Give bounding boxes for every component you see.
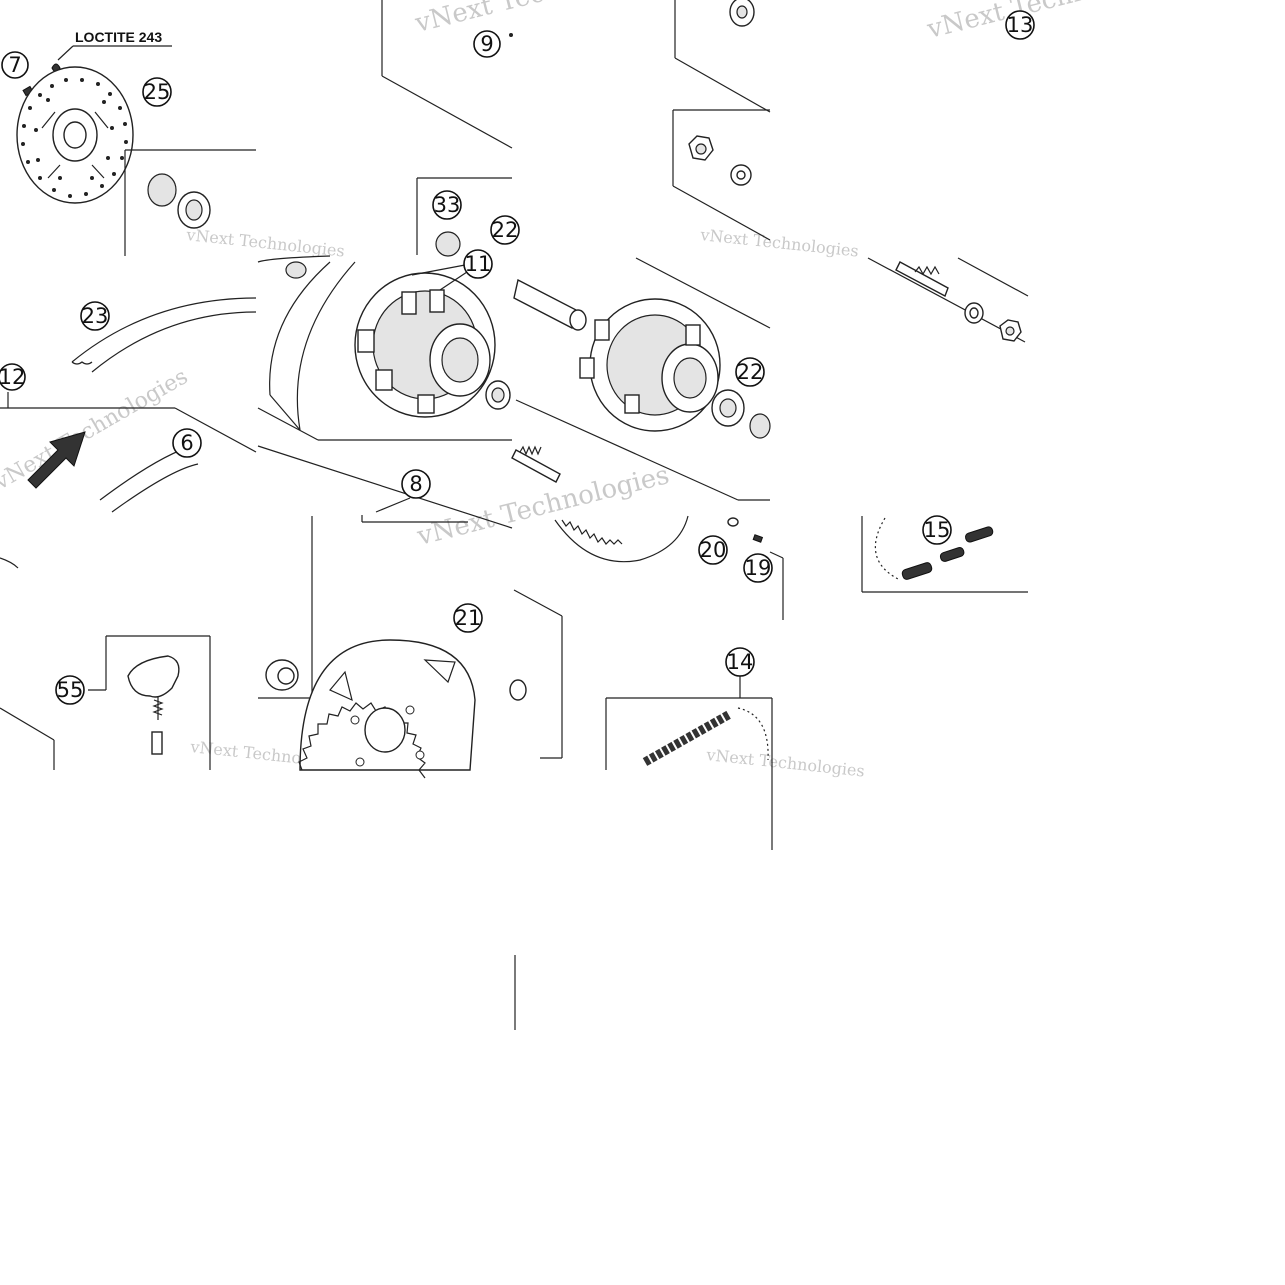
svg-text:8: 8 — [409, 472, 422, 496]
svg-text:13: 13 — [1007, 13, 1034, 37]
callout-22-lower: 22 — [735, 357, 765, 387]
callout-layer: 7 25 9 13 33 22 11 23 — [0, 10, 1035, 705]
watermark: vNext Technologies — [185, 225, 346, 261]
callout-19: 19 — [743, 553, 773, 583]
upper-center-group — [381, 0, 513, 257]
rear-sprocket — [299, 639, 476, 771]
hub-right-group — [511, 257, 771, 501]
svg-text:19: 19 — [745, 556, 772, 580]
loctite-note: LOCTITE 243 — [75, 29, 162, 45]
svg-text:22: 22 — [492, 218, 519, 242]
rear-sprocket-group — [298, 639, 476, 779]
svg-text:14: 14 — [727, 650, 754, 674]
drive-chain-group — [514, 676, 773, 1030]
brake-disc-group: LOCTITE 243 — [16, 29, 256, 256]
svg-text:9: 9 — [480, 32, 493, 56]
svg-text:11: 11 — [465, 252, 492, 276]
callout-23: 23 — [80, 301, 110, 331]
callout-20: 20 — [698, 535, 728, 565]
callout-12: 12 — [0, 363, 26, 391]
watermark: vNext Technologies — [923, 0, 1182, 45]
svg-text:23: 23 — [82, 304, 109, 328]
callout-6: 6 — [172, 428, 202, 458]
svg-text:55: 55 — [57, 678, 84, 702]
callout-9: 9 — [473, 30, 501, 58]
callout-13: 13 — [1005, 10, 1035, 40]
callout-33: 33 — [432, 190, 462, 220]
svg-text:25: 25 — [144, 80, 171, 104]
axle-right-group — [867, 257, 1029, 343]
watermark: vNext Technologies — [705, 745, 866, 781]
drive-chain — [642, 710, 733, 766]
watermark: vNext Technologies — [0, 364, 192, 495]
wheel-hub-group — [257, 255, 513, 529]
svg-text:12: 12 — [0, 365, 25, 389]
callout-8: 8 — [401, 469, 431, 499]
watermark: vNext Technologies — [699, 225, 860, 261]
svg-text:21: 21 — [455, 606, 482, 630]
svg-text:20: 20 — [700, 538, 727, 562]
callout-25: 25 — [142, 77, 172, 107]
svg-text:15: 15 — [924, 518, 951, 542]
rim-strip-group — [0, 297, 257, 513]
sprocket-fastener-group — [509, 515, 784, 759]
callout-15: 15 — [922, 515, 952, 545]
nut-washer-group — [672, 0, 771, 241]
svg-text:33: 33 — [434, 193, 461, 217]
callout-21: 21 — [453, 603, 483, 633]
direction-arrow-icon — [27, 431, 86, 489]
svg-text:6: 6 — [180, 431, 193, 455]
callout-55: 55 — [55, 675, 85, 705]
lower-left-group — [0, 516, 313, 770]
svg-text:22: 22 — [737, 360, 764, 384]
chain-link-group — [861, 516, 1028, 593]
callout-11: 11 — [463, 249, 493, 279]
svg-text:7: 7 — [8, 53, 21, 77]
watermark: vNext Technologies — [411, 0, 670, 39]
callout-14: 14 — [725, 647, 755, 677]
callout-7: 7 — [1, 51, 29, 79]
callout-22: 22 — [490, 215, 520, 245]
